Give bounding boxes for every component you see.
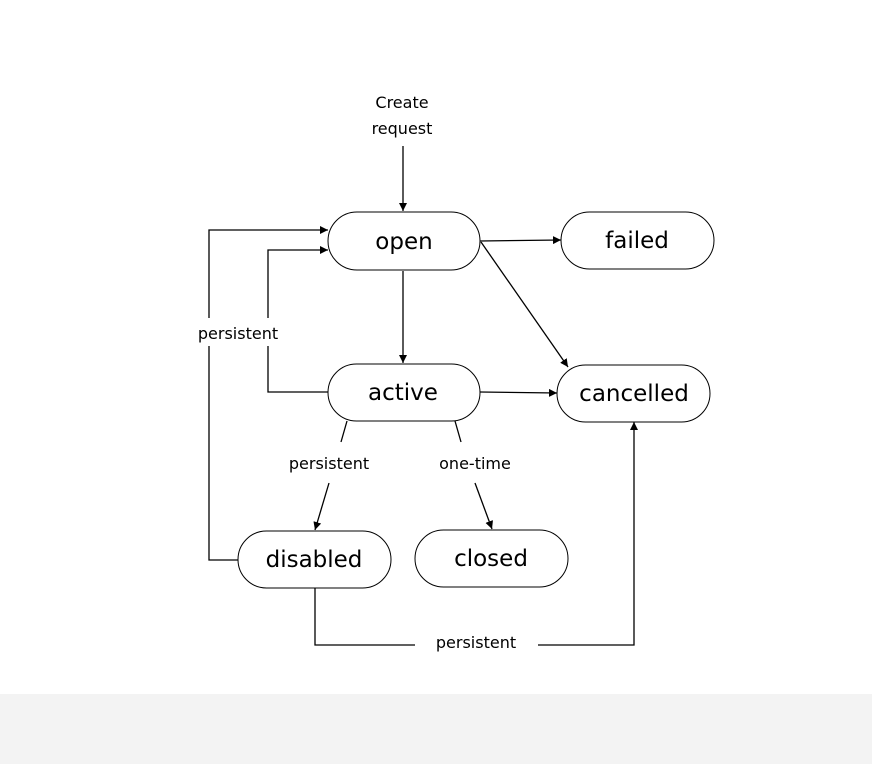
state-failed: failed xyxy=(560,211,715,270)
state-failed-label: failed xyxy=(605,228,669,254)
edge-active-to-disabled-lower xyxy=(313,482,330,531)
state-active: active xyxy=(327,363,481,422)
state-active-label: active xyxy=(368,380,438,406)
edge-disabled-to-cancelled-left xyxy=(314,588,415,646)
state-open: open xyxy=(327,211,481,271)
edge-active-to-closed-lower xyxy=(474,482,493,530)
edge-active-to-closed-upper xyxy=(454,420,462,443)
bottom-band xyxy=(0,694,872,764)
state-cancelled-label: cancelled xyxy=(579,381,689,407)
edge-label-active-to-closed: one-time xyxy=(439,454,511,473)
edge-label-open-loop: persistent xyxy=(198,324,278,343)
edge-open-to-failed xyxy=(479,236,562,245)
label-gap-open-loop xyxy=(194,318,282,346)
edge-disabled-to-cancelled-right xyxy=(538,422,638,646)
edge-disabled-to-open xyxy=(208,226,328,561)
edge-open-to-cancelled xyxy=(480,241,569,368)
edge-label-active-to-disabled: persistent xyxy=(289,454,369,473)
state-disabled-label: disabled xyxy=(266,547,363,573)
state-closed: closed xyxy=(414,529,569,588)
state-diagram: Create request persistent persistent xyxy=(194,93,715,652)
start-label-line2: request xyxy=(372,119,433,138)
state-open-label: open xyxy=(375,229,432,255)
edge-active-to-cancelled xyxy=(479,388,558,397)
state-cancelled: cancelled xyxy=(556,364,711,423)
state-disabled: disabled xyxy=(237,530,392,589)
edge-active-to-disabled-upper xyxy=(340,420,348,443)
state-closed-label: closed xyxy=(454,546,528,572)
start-label-line1: Create xyxy=(375,93,428,112)
edge-label-disabled-to-cancelled: persistent xyxy=(436,633,516,652)
